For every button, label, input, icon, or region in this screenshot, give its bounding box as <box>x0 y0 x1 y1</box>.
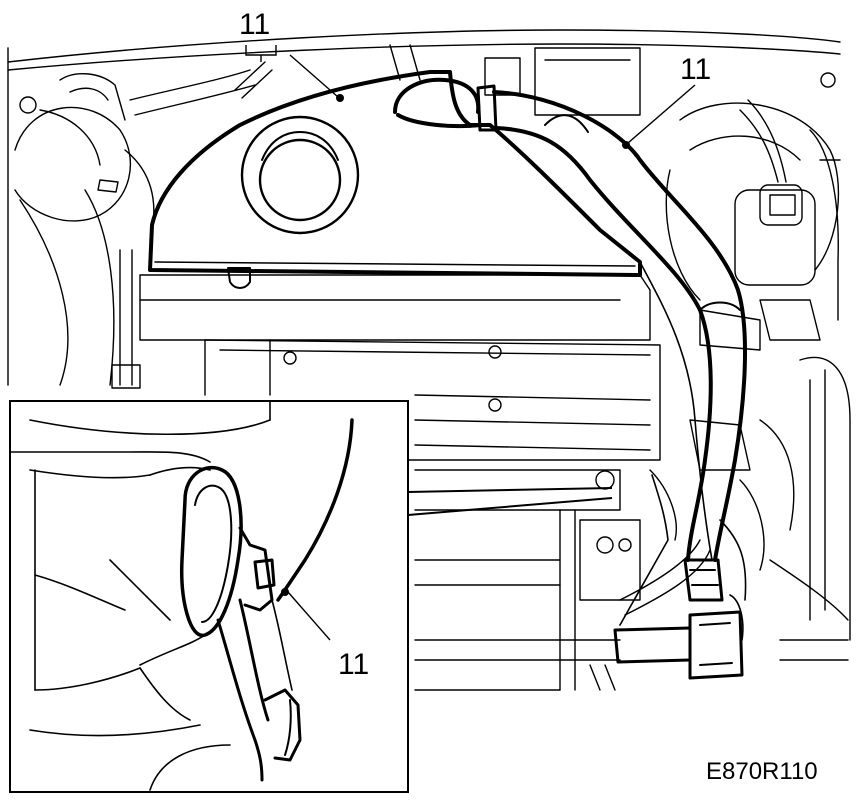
callout-dot-right <box>622 141 630 149</box>
callout-label-inset: 11 <box>338 648 370 681</box>
inset-detail <box>9 400 613 793</box>
callout-label-right: 11 <box>680 53 712 86</box>
engine-bay-background <box>7 29 851 691</box>
figure-code: E870R110 <box>706 758 818 785</box>
callout-dot-top <box>336 94 344 102</box>
callout-label-top: 11 <box>239 8 271 41</box>
callout-leaders <box>245 45 696 641</box>
callout-dot-inset <box>281 588 289 596</box>
intake-cover-and-hose <box>148 70 748 680</box>
